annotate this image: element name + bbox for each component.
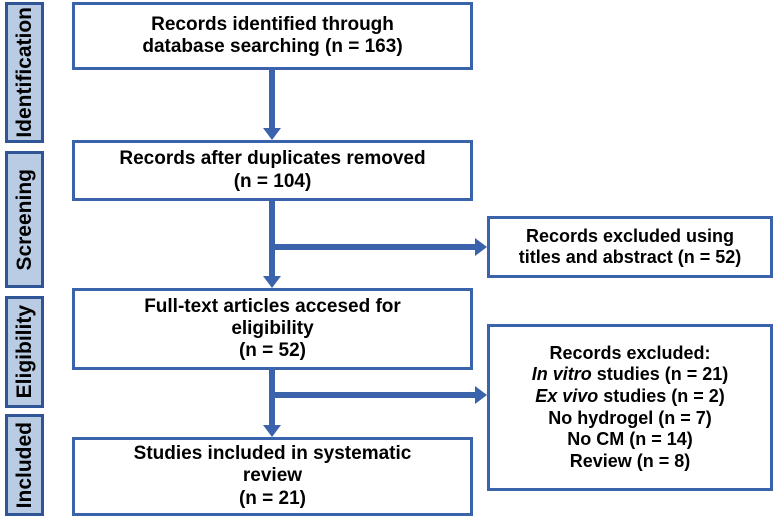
exclusion-reason-item: No hydrogel (n = 7) bbox=[532, 408, 729, 430]
connector-fulltext-trunk bbox=[269, 370, 275, 428]
connector-deduplicated-trunk bbox=[269, 201, 275, 279]
box-records-excluded-screening: Records excluded using titles and abstra… bbox=[487, 216, 773, 278]
stage-tab-eligibility: Eligibility bbox=[5, 296, 44, 408]
arrowhead-identified-to-deduplicated bbox=[263, 128, 281, 140]
box-studies-included: Studies included in systematic review (n… bbox=[72, 437, 473, 516]
exclusion-reason-rest: studies (n = 21) bbox=[591, 364, 729, 385]
box-fulltext-articles-line2: eligibility bbox=[231, 317, 314, 339]
box-records-excluded-eligibility-heading: Records excluded: bbox=[549, 342, 711, 363]
exclusion-reason-item: In vitro studies (n = 21) bbox=[532, 364, 729, 386]
arrowhead-screening-exclusion bbox=[475, 238, 487, 256]
box-studies-included-line3: (n = 21) bbox=[238, 487, 307, 509]
stage-tab-included-label: Included bbox=[13, 421, 36, 509]
exclusion-reason-rest: No hydrogel (n = 7) bbox=[548, 407, 712, 428]
exclusion-reason-rest: Review (n = 8) bbox=[569, 450, 691, 471]
box-records-identified: Records identified through database sear… bbox=[72, 2, 473, 70]
box-studies-included-text: Studies included in systematic review (n… bbox=[128, 443, 418, 509]
arrowhead-fulltext-to-included bbox=[263, 425, 281, 437]
box-fulltext-articles: Full-text articles accesed for eligibili… bbox=[72, 288, 473, 370]
box-records-after-duplicates-line1: Records after duplicates removed bbox=[119, 148, 426, 170]
box-records-after-duplicates-line2: (n = 104) bbox=[233, 170, 312, 192]
box-fulltext-articles-text: Full-text articles accesed for eligibili… bbox=[138, 296, 407, 362]
box-fulltext-articles-line3: (n = 52) bbox=[238, 340, 307, 362]
connector-screening-exclusion-horizontal bbox=[269, 244, 478, 250]
exclusion-reason-rest: No CM (n = 14) bbox=[567, 429, 693, 450]
box-records-identified-line1: Records identified through bbox=[151, 13, 394, 35]
box-records-after-duplicates: Records after duplicates removed (n = 10… bbox=[72, 140, 473, 201]
connector-eligibility-exclusion-horizontal bbox=[269, 392, 478, 398]
stage-tab-included: Included bbox=[5, 414, 44, 516]
box-records-excluded-screening-text: Records excluded using titles and abstra… bbox=[513, 226, 748, 268]
box-studies-included-line1: Studies included in systematic bbox=[133, 443, 412, 465]
exclusion-reason-item: Ex vivo studies (n = 2) bbox=[532, 386, 729, 408]
box-fulltext-articles-line1: Full-text articles accesed for bbox=[144, 295, 401, 317]
exclusion-reason-italic: Ex vivo bbox=[535, 385, 599, 406]
box-records-identified-text: Records identified through database sear… bbox=[136, 14, 408, 58]
box-records-excluded-screening-line2: titles and abstract (n = 52) bbox=[518, 247, 742, 267]
exclusion-reason-rest: studies (n = 2) bbox=[598, 385, 725, 406]
box-studies-included-line2: review bbox=[242, 465, 303, 487]
stage-tab-identification: Identification bbox=[5, 2, 44, 143]
exclusion-reason-italic: In vitro bbox=[531, 364, 592, 385]
box-records-identified-line2: database searching (n = 163) bbox=[142, 36, 403, 57]
exclusion-reason-item: No CM (n = 14) bbox=[532, 429, 729, 451]
stage-tab-identification-label: Identification bbox=[13, 7, 36, 138]
connector-identified-to-deduplicated bbox=[269, 70, 275, 131]
arrowhead-eligibility-exclusion bbox=[475, 386, 487, 404]
box-records-after-duplicates-text: Records after duplicates removed (n = 10… bbox=[113, 148, 431, 192]
box-records-excluded-eligibility-text: Records excluded: In vitro studies (n = … bbox=[526, 343, 735, 473]
stage-tab-screening: Screening bbox=[5, 151, 44, 288]
arrowhead-deduplicated-to-fulltext bbox=[263, 276, 281, 288]
stage-tab-eligibility-label: Eligibility bbox=[13, 305, 36, 399]
box-records-excluded-eligibility: Records excluded: In vitro studies (n = … bbox=[487, 324, 773, 491]
stage-tab-screening-label: Screening bbox=[13, 168, 36, 271]
exclusion-reason-item: Review (n = 8) bbox=[532, 451, 729, 473]
box-records-excluded-screening-line1: Records excluded using bbox=[525, 226, 735, 247]
